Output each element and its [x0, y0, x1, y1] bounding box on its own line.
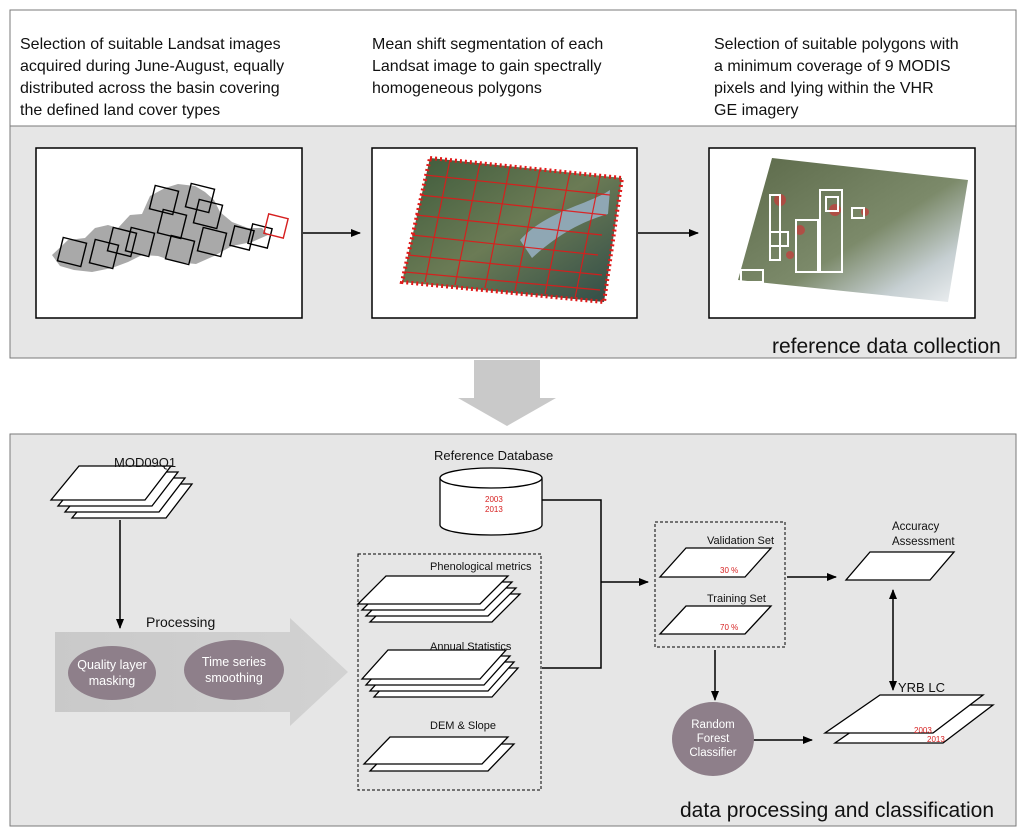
phenological-metrics-label: Phenological metrics	[430, 561, 532, 573]
training-set-label: Training Set	[707, 593, 766, 605]
selected-polygons-image	[738, 158, 968, 302]
top-panel-header	[9, 9, 1017, 127]
features-box	[357, 553, 542, 791]
validation-set-sheet	[658, 547, 773, 578]
yrb-year-2013: 2013	[927, 735, 945, 744]
annual-stack	[360, 649, 520, 698]
step3-text: Selection of suitable polygons with a mi…	[714, 36, 959, 119]
big-down-arrow	[458, 360, 556, 426]
dem-slope-label: DEM & Slope	[430, 720, 497, 732]
training-set-sheet	[658, 605, 773, 635]
section-title-processing: data processing and classification	[680, 799, 995, 822]
time-series-smoothing-node: Time series smoothing	[184, 640, 284, 700]
yrb-year-2003: 2003	[914, 726, 932, 735]
accuracy-assessment-label: Accuracy Assessment	[892, 521, 955, 548]
accuracy-sheet	[844, 551, 956, 581]
yrb-lc-stack	[822, 694, 995, 744]
step1-text: Selection of suitable Landsat images acq…	[20, 36, 285, 119]
quality-masking-node: Quality layer masking	[68, 646, 156, 700]
sets-box	[654, 521, 786, 648]
validation-set-label: Validation Set	[707, 535, 775, 547]
mod09q1-stack	[49, 465, 194, 519]
reference-year-2013: 2013	[485, 505, 503, 514]
step2-text: Mean shift segmentation of each Landsat …	[372, 36, 604, 97]
annual-statistics-label: Annual Statistics	[430, 641, 512, 653]
mod09q1-label: MOD09Q1	[114, 455, 177, 470]
reference-year-2003: 2003	[485, 495, 503, 504]
random-forest-classifier-node: Random Forest Classifier	[672, 702, 754, 776]
basin-map	[52, 182, 289, 272]
section-title-reference: reference data collection	[772, 335, 1001, 358]
dem-slope-stack	[362, 736, 516, 772]
phenological-stack	[356, 575, 522, 623]
segmentation-image	[399, 155, 625, 305]
connector-db-to-sets	[542, 499, 602, 669]
reference-database-label: Reference Database	[434, 448, 554, 463]
validation-percent: 30 %	[720, 566, 739, 575]
reference-database-cylinder	[439, 467, 543, 536]
processing-label: Processing	[146, 614, 216, 630]
training-percent: 70 %	[720, 623, 739, 632]
yrb-lc-label: YRB LC	[898, 680, 945, 695]
